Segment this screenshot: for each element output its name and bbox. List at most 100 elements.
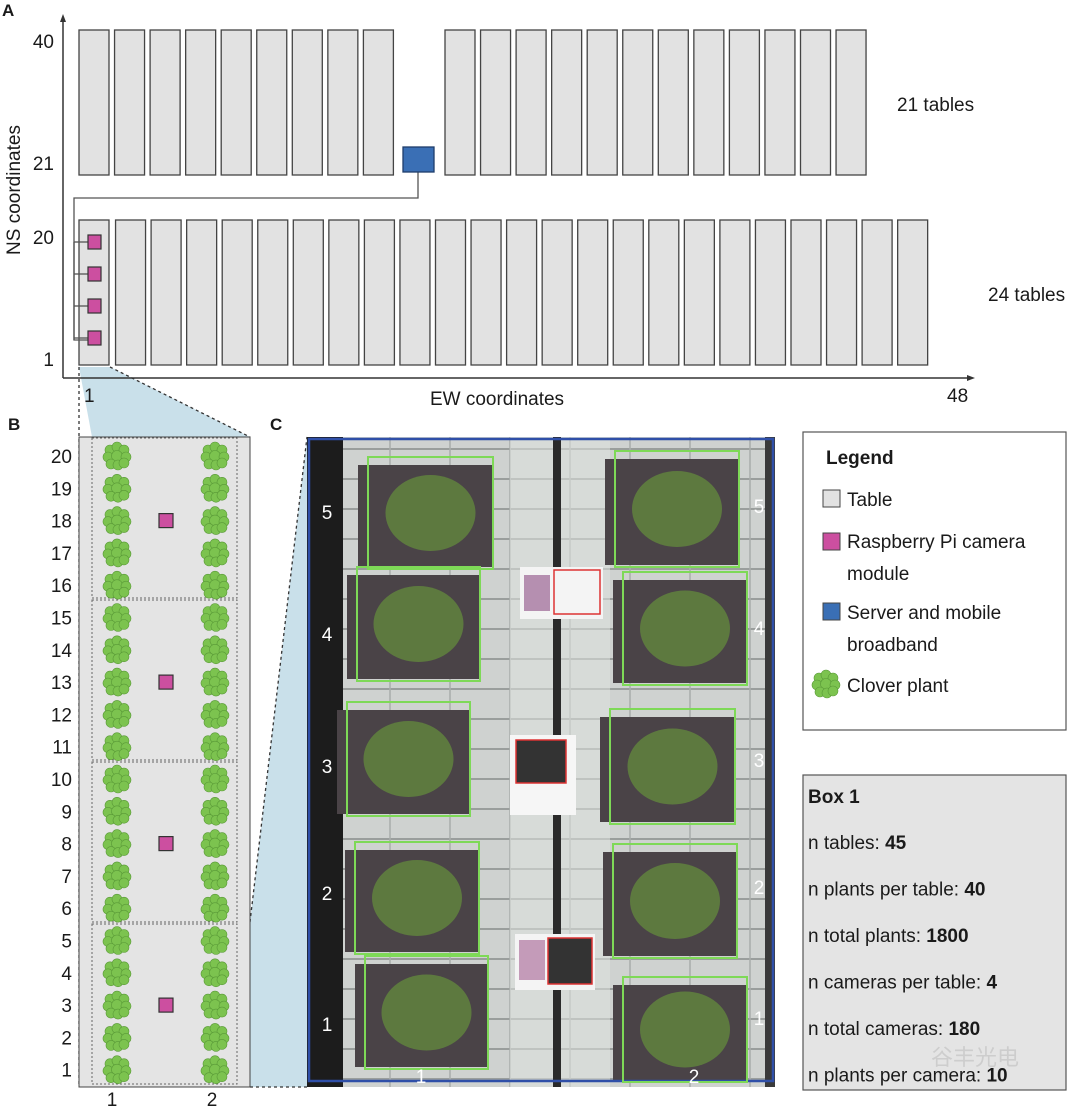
color-chart-qr-card <box>520 567 603 619</box>
camera-module <box>87 234 102 250</box>
row-label: 2 <box>61 1028 72 1049</box>
table <box>470 219 502 366</box>
clover-plant-icon <box>200 1055 230 1085</box>
box-1-row-label: n cameras per table: <box>808 973 986 994</box>
clover-plant-icon <box>200 926 230 955</box>
clover-plant-icon <box>200 796 230 826</box>
y-tick-label: 1 <box>43 350 54 371</box>
qr-card <box>510 735 576 815</box>
table <box>434 219 467 366</box>
x-tick-label: 1 <box>84 386 95 407</box>
box-1-row-value: 40 <box>964 880 985 901</box>
box-1-row-label: n tables: <box>808 833 885 854</box>
table-swatch-icon <box>822 489 841 508</box>
clover-plant <box>630 863 720 939</box>
clover-plant-icon <box>102 603 132 632</box>
camera-module <box>87 266 102 282</box>
row-label: 13 <box>51 673 72 694</box>
row-label: 6 <box>61 899 72 920</box>
plant-row-label: 4 <box>754 619 765 640</box>
clover-plant <box>363 721 454 797</box>
detection-box <box>614 450 740 568</box>
box-1-row-value: 10 <box>986 1066 1007 1087</box>
clover-plant-icon <box>200 635 230 665</box>
clover-plant-icon <box>200 861 230 891</box>
table <box>693 29 725 176</box>
box-1-row: n total cameras: 180 <box>808 1019 980 1040</box>
camera-group <box>73 234 102 346</box>
row-label: 7 <box>61 867 72 888</box>
table <box>221 219 253 366</box>
bottom-row-count-label: 24 tables <box>988 285 1065 306</box>
table <box>551 29 583 176</box>
table <box>328 219 360 366</box>
detection-box <box>364 955 489 1070</box>
legend-title: Legend <box>826 448 894 469</box>
table <box>362 29 395 176</box>
box-1-row-value: 180 <box>948 1019 980 1040</box>
box-1-row: n plants per camera: 10 <box>808 1066 1008 1087</box>
camera-module <box>87 330 102 346</box>
table <box>764 29 796 176</box>
legend-label: Server and mobile <box>847 603 1001 624</box>
camera-section <box>91 599 238 761</box>
y-tick-label: 40 <box>33 32 54 53</box>
clover-plant-icon <box>102 635 132 665</box>
box-1-row-value: 1800 <box>926 926 968 947</box>
clover-plant-icon <box>102 990 132 1020</box>
row-label: 1 <box>61 1061 72 1082</box>
table <box>327 29 359 176</box>
table <box>577 219 609 366</box>
row-label: 19 <box>51 479 72 500</box>
clover-plant-icon <box>200 699 230 729</box>
x-axis-title: EW coordinates <box>430 389 564 410</box>
clover-plant-icon <box>200 570 230 600</box>
clover-plant <box>381 974 472 1051</box>
clover-icon <box>811 669 841 699</box>
row-label: 17 <box>51 544 72 565</box>
clover-plant-icon <box>102 829 132 859</box>
camera-swatch-icon <box>822 532 841 551</box>
column-label: 1 <box>416 1067 427 1088</box>
table <box>444 29 476 176</box>
detection-box <box>622 976 748 1083</box>
box-1-row: n tables: 45 <box>808 833 907 854</box>
clover-plant-icon <box>102 958 132 988</box>
server-swatch-icon <box>822 602 841 621</box>
y-tick-label: 21 <box>33 154 54 175</box>
detection-box <box>346 701 471 817</box>
box-1-row-label: n plants per camera: <box>808 1066 986 1087</box>
clover-plant-icon <box>102 796 132 826</box>
table <box>541 219 573 366</box>
table <box>150 219 182 366</box>
table <box>479 29 512 176</box>
table <box>861 219 893 366</box>
clover-plant-icon <box>200 829 230 859</box>
plant-row-label: 1 <box>754 1009 765 1030</box>
clover-plant-icon <box>102 1022 132 1052</box>
box-1-row: n cameras per table: 4 <box>808 973 997 994</box>
detection-box <box>356 566 481 682</box>
table <box>622 29 654 176</box>
table <box>648 219 680 366</box>
y-axis-title: NS coordinates <box>4 125 25 255</box>
table <box>256 29 288 176</box>
clover-plant <box>373 586 464 662</box>
clover-plant-icon <box>200 603 230 632</box>
panel-label-a: A <box>2 1 14 20</box>
plant-row-label: 4 <box>322 625 333 646</box>
clover-plant-icon <box>200 441 230 471</box>
clover-plant-icon <box>200 732 230 762</box>
table <box>257 219 289 366</box>
plant-row-label: 3 <box>754 751 765 772</box>
clover-plant-icon <box>200 667 230 697</box>
table <box>754 219 787 366</box>
clover-plant-icon <box>200 893 230 923</box>
plant-row-label: 5 <box>322 503 333 524</box>
table <box>657 29 689 176</box>
clover-plant-icon <box>200 958 230 988</box>
clover-plant-icon <box>102 893 132 923</box>
clover-plant <box>385 475 476 551</box>
